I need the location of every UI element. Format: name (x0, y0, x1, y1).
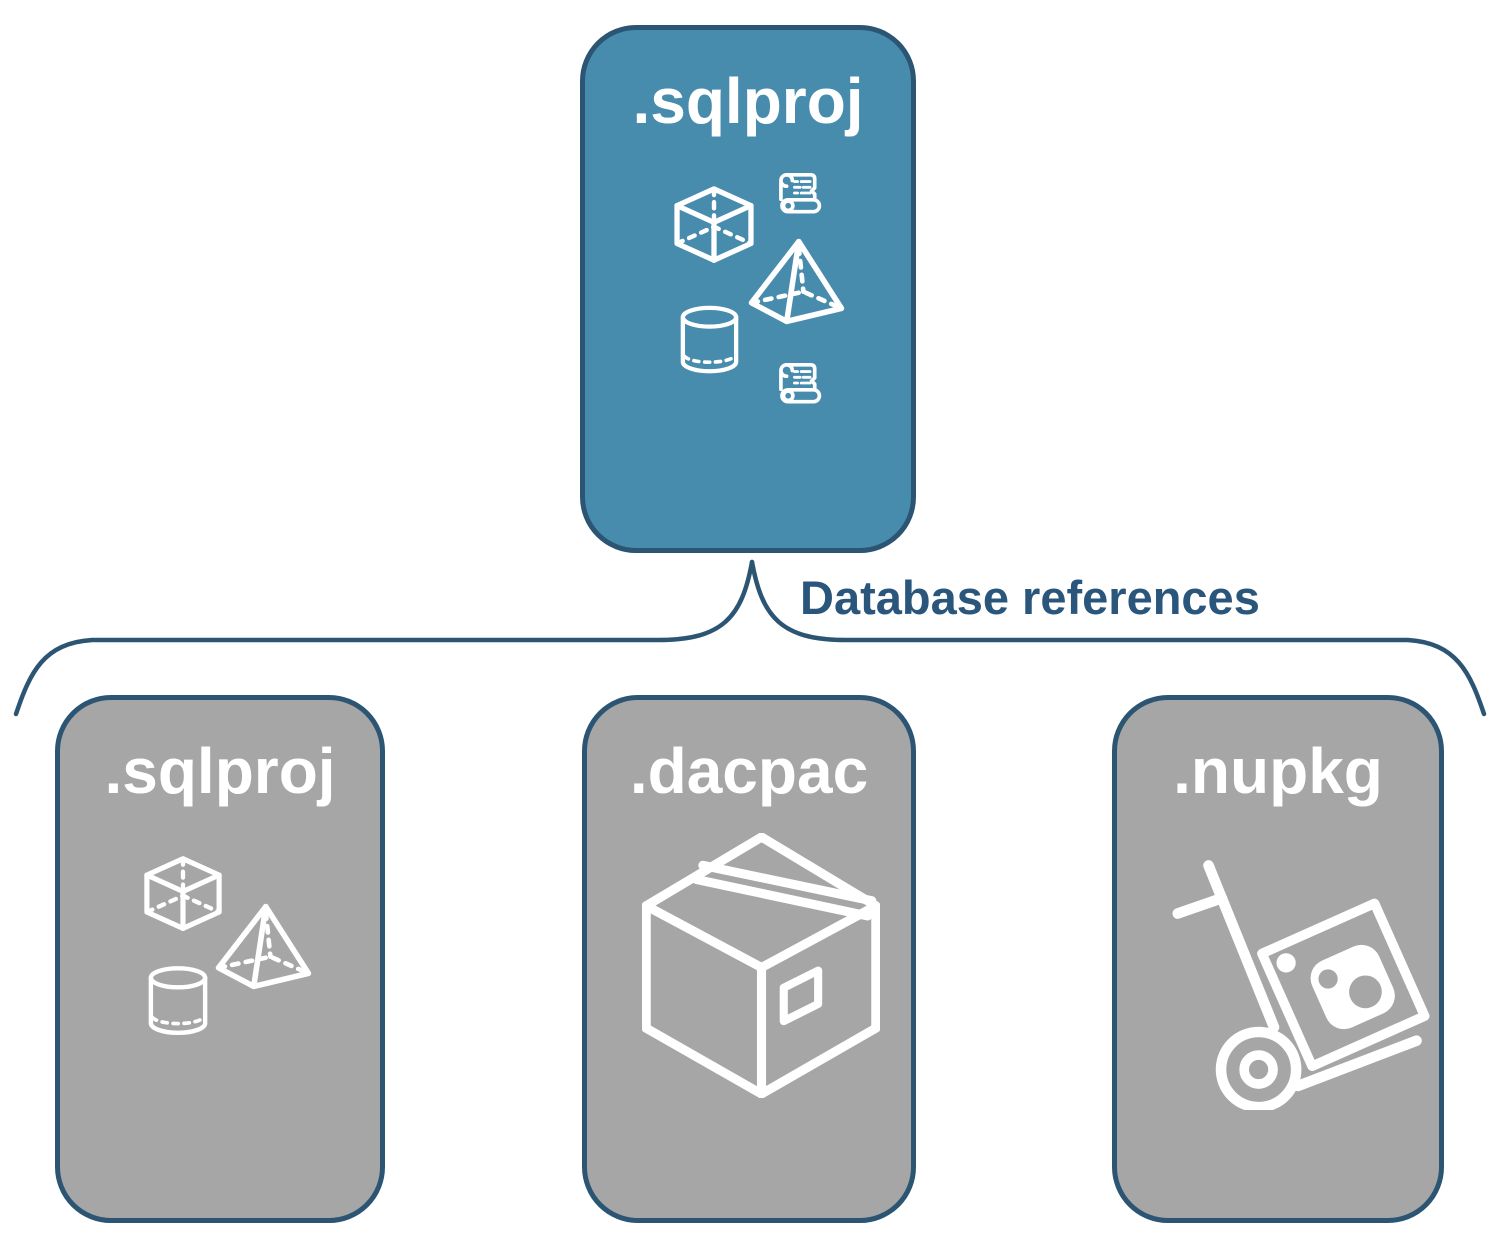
scroll-icon (779, 362, 822, 404)
card-child-dacpac: .dacpac (582, 695, 916, 1223)
card-root-sqlproj: .sqlproj (580, 25, 916, 553)
brace-left-arm (13, 559, 755, 717)
card-child-nupkg: .nupkg (1112, 695, 1444, 1223)
card-root-title: .sqlproj (632, 65, 864, 137)
cube-icon (144, 856, 222, 931)
connector-label: Database references (800, 571, 1260, 624)
card-child-sqlproj-title: .sqlproj (104, 735, 336, 807)
cylinder-icon (680, 305, 739, 374)
scroll-icon (779, 172, 822, 214)
nuget-hand-truck-icon (1172, 860, 1430, 1110)
card-child-dacpac-title: .dacpac (629, 735, 869, 807)
pyramid-icon (748, 238, 845, 325)
package-box-icon (642, 833, 880, 1098)
card-child-nupkg-title: .nupkg (1173, 735, 1383, 807)
pyramid-icon (215, 903, 312, 990)
card-child-sqlproj: .sqlproj (55, 695, 385, 1223)
cube-icon (674, 186, 754, 263)
cylinder-icon (148, 966, 208, 1035)
